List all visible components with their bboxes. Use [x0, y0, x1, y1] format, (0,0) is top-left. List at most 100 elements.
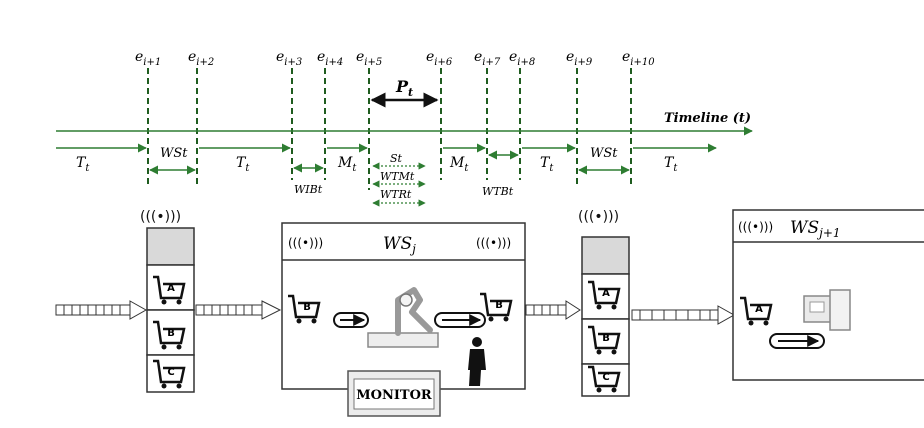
cart-icon: B [288, 294, 321, 324]
segment-label: Tt [76, 155, 90, 174]
conveyor-track [55, 304, 131, 316]
cart-wheel [596, 349, 602, 355]
event-marker: ei+7 [474, 49, 501, 180]
buffer-slot [146, 309, 195, 356]
conveyor-slats [63, 305, 121, 315]
input-conveyor [55, 300, 148, 320]
robot-arm-icon [367, 287, 439, 348]
workstation-next: (((•))) WSj+1 A [732, 209, 924, 381]
cart-letter: C [602, 372, 609, 383]
event-label: ei+10 [622, 49, 655, 68]
segment-label: WSt [590, 146, 618, 161]
next-conveyor [631, 305, 736, 325]
event-label: ei+6 [426, 49, 453, 68]
cart-letter: C [167, 367, 174, 378]
event-marker: ei+1 [135, 49, 161, 188]
segment-row: Tt WSt Tt Mt Mt Tt WSt Tt [56, 143, 717, 174]
operator-body [468, 349, 486, 386]
wireless-icon: (((•))) [476, 236, 511, 250]
conveyor-arrow-head [261, 300, 282, 320]
cart-wheel [748, 320, 754, 326]
event-label: ei+1 [135, 49, 161, 68]
cart-letter: B [303, 302, 311, 313]
period-label: Pt [395, 77, 413, 99]
conveyor-arrow-head [565, 300, 581, 320]
belt-icon [769, 333, 825, 349]
wibt-label: WIBt [294, 183, 323, 196]
event-marker: ei+4 [317, 49, 343, 180]
buffer-left: (((•))) A B C [140, 209, 195, 393]
conveyor-track [525, 304, 567, 316]
cart-wheel [176, 299, 182, 305]
segment-label: Tt [236, 155, 250, 174]
feed-conveyor [195, 300, 282, 320]
cart-wheel [176, 383, 182, 389]
event-marker: ei+5 [356, 49, 382, 190]
robot-base [367, 332, 439, 348]
cart-wheel [596, 387, 602, 393]
cart-wheel [161, 299, 167, 305]
wireless-icon: (((•))) [288, 236, 323, 250]
conveyor-slats [639, 310, 711, 320]
workstation-title: WSj [383, 234, 416, 256]
buffer-header [581, 236, 630, 275]
cart-wheel [161, 344, 167, 350]
cart-body [588, 365, 621, 388]
event-label: ei+3 [276, 49, 302, 68]
process-breakdown: St WTMt WTRt [372, 152, 426, 207]
event-label: ei+5 [356, 49, 382, 68]
machine-panel [809, 301, 825, 313]
cart-letter: A [167, 283, 175, 294]
wireless-icon: (((•))) [578, 209, 619, 225]
wireless-icon: (((•))) [738, 220, 773, 234]
conveyor-slats [203, 305, 253, 315]
cart-wheel [176, 344, 182, 350]
cart-wheel [296, 318, 302, 324]
cart-letter: B [495, 300, 503, 311]
timeline-label: Timeline (t) [664, 111, 751, 126]
cart-body [588, 280, 621, 305]
workstation-frame [732, 209, 924, 381]
cart-wheel [763, 320, 769, 326]
cart-wheel [488, 316, 494, 322]
conveyor-slats [533, 305, 559, 315]
conveyor-arrow-head [717, 305, 736, 325]
buffer-slot [146, 264, 195, 311]
cart-wheel [161, 383, 167, 389]
cart-body [288, 294, 321, 319]
workstation-title: WSj+1 [790, 218, 841, 240]
cart-body [480, 292, 513, 317]
conveyor-arrow-head [129, 300, 148, 320]
event-marker: ei+9 [566, 49, 593, 188]
cart-icon: A [740, 296, 773, 326]
machine-column [829, 289, 851, 331]
event-marker: ei+8 [509, 49, 535, 180]
cart-body [153, 320, 186, 345]
cart-wheel [611, 304, 617, 310]
event-label: ei+7 [474, 49, 501, 68]
event-marker: ei+10 [622, 49, 655, 188]
robot-joint [399, 293, 413, 307]
event-label: ei+9 [566, 49, 593, 68]
event-label: ei+8 [509, 49, 535, 68]
belt-icon [333, 312, 369, 328]
cart-wheel [596, 304, 602, 310]
buffer-header [146, 227, 195, 266]
event-marker: ei+2 [188, 49, 214, 188]
segment-label: WSt [160, 146, 188, 161]
conveyor-track [631, 309, 719, 321]
cart-icon: A [588, 280, 621, 310]
exit-conveyor [525, 300, 581, 320]
cart-body [740, 296, 773, 321]
segment-label: Tt [540, 155, 554, 174]
belt-icon [434, 312, 486, 328]
event-marker: ei+6 [426, 49, 453, 180]
cart-icon: C [588, 365, 621, 393]
monitor-screen [353, 378, 435, 410]
cart-wheel [503, 316, 509, 322]
event-markers: ei+1 ei+2 ei+3 ei+4 ei+5 ei+6 [135, 49, 655, 190]
cart-wheel [611, 387, 617, 393]
event-marker: ei+3 [276, 49, 302, 180]
wtmt-label: WTMt [380, 170, 415, 183]
segment-label: Tt [664, 155, 678, 174]
